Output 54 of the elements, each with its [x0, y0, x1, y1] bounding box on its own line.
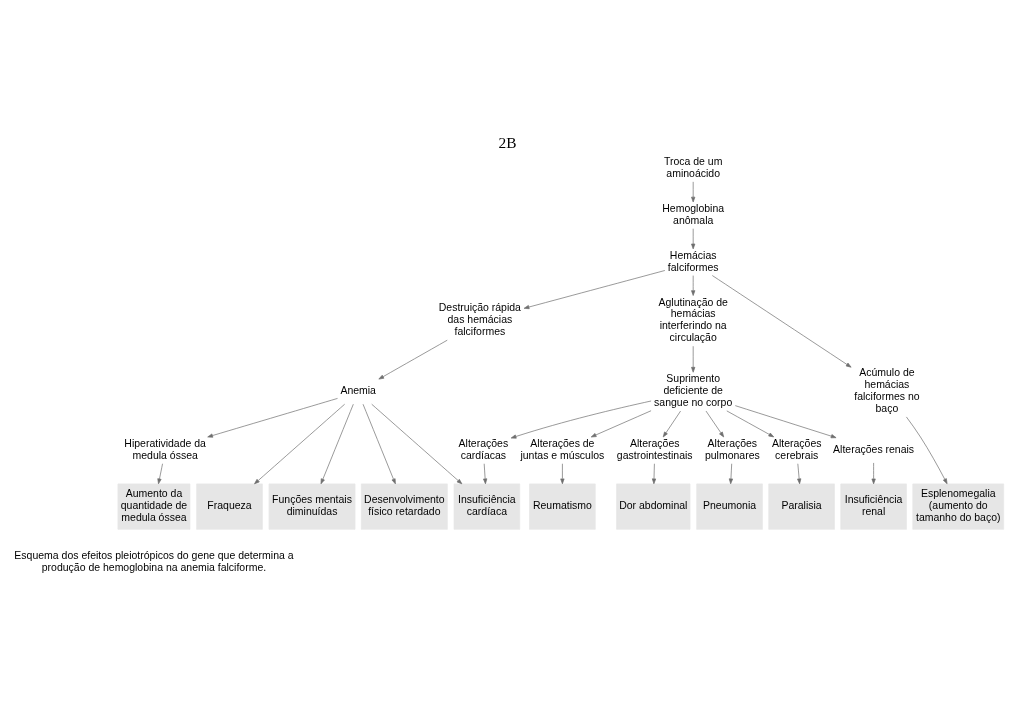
arrow: [371, 403, 463, 484]
arrow: [691, 274, 696, 296]
arrow: [510, 400, 652, 438]
node-text: Troca de um aminoácido: [663, 155, 723, 179]
caption: Esquema dos efeitos pleiotrópicos do gene que determina a produção de hemoglobina na anemia falciforme.: [14, 549, 294, 573]
node-text: Hemácias falciformes: [667, 249, 719, 273]
node-text: Hemoglobina anômala: [662, 202, 725, 226]
node-text: Suprimento deficiente de sangue no corpo: [654, 372, 733, 408]
arrow: [378, 339, 448, 379]
node-text: Alterações pulmonares: [704, 437, 760, 461]
arrow: [726, 410, 775, 437]
node-box: Desenvolvimento físico retardado: [360, 483, 448, 530]
arrow: [691, 227, 696, 249]
node-box: Reumatismo: [529, 483, 596, 530]
arrow: [711, 274, 852, 368]
node-box: Esplenomegalia (aumento do tamanho do baço): [912, 483, 1005, 530]
node-text: Anemia: [340, 384, 376, 396]
diagram-title: 2B: [498, 133, 517, 151]
arrow: [362, 403, 396, 484]
arrow: [797, 462, 802, 484]
arrow: [651, 462, 657, 484]
node-text: Alterações cardíacas: [458, 437, 509, 461]
node-text: Acúmulo de hemácias falciformes no baço: [854, 366, 920, 414]
arrow: [871, 462, 876, 484]
arrow: [590, 409, 652, 437]
arrow: [523, 269, 666, 309]
node-text: Alterações cerebrais: [771, 437, 822, 461]
node-box: Dor abdominal: [616, 483, 691, 530]
arrow: [207, 397, 338, 438]
arrow: [906, 416, 948, 484]
arrow: [691, 345, 696, 373]
node-text: Alterações de juntas e músculos: [520, 437, 605, 461]
node-box: Paralisia: [768, 483, 835, 530]
node-box: Funções mentais diminuídas: [268, 483, 356, 530]
arrow: [483, 462, 488, 484]
node-box: Fraqueza: [196, 483, 263, 530]
arrow: [320, 403, 354, 484]
node-text: Alterações renais: [833, 443, 915, 455]
arrow: [560, 462, 565, 484]
node-text: Destruição rápida das hemácias falciformes: [438, 301, 521, 337]
node-box: Insuficiência cardíaca: [453, 483, 521, 530]
node-box: Insuficiência renal: [840, 483, 907, 530]
arrow: [734, 404, 837, 438]
node-text: Alterações gastrointestinais: [616, 437, 693, 461]
node-box: Aumento da quantidade de medula óssea: [117, 483, 191, 530]
node-box: Pneumonia: [696, 483, 763, 530]
arrow: [691, 181, 696, 202]
arrow: [705, 410, 725, 437]
arrow: [728, 462, 733, 484]
node-text: Hiperatividade da medula óssea: [124, 437, 206, 461]
arrow: [254, 403, 345, 484]
arrow: [662, 410, 681, 437]
node-text: Aglutinação de hemácias interferindo na circulação: [658, 296, 728, 343]
arrow: [157, 462, 163, 484]
